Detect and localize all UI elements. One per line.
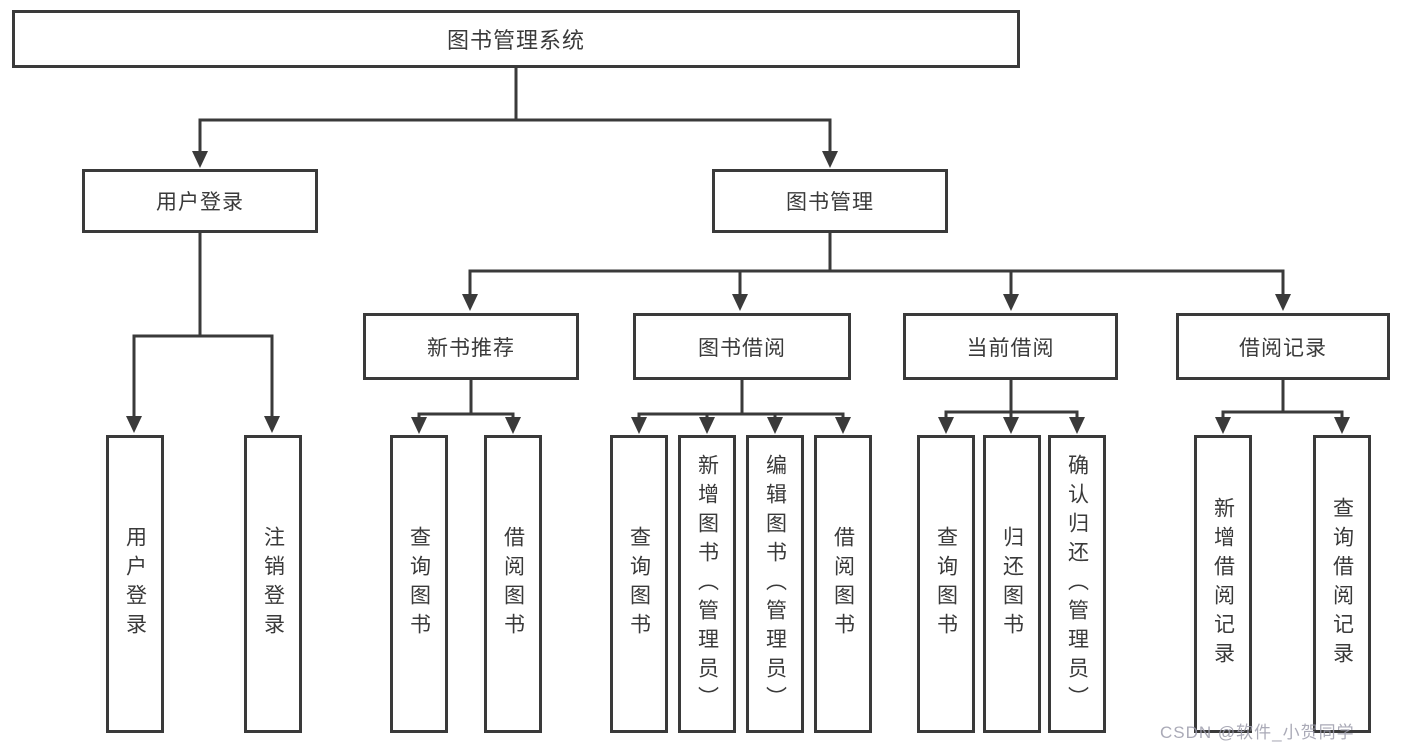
- leaf-borrow-books-recommend-label: 借阅图书: [501, 526, 525, 642]
- leaf-query-borrow-record-label: 查询借阅记录: [1330, 497, 1354, 671]
- node-library-management-system: 图书管理系统: [12, 10, 1020, 68]
- leaf-add-borrow-record: 新增借阅记录: [1194, 435, 1252, 733]
- leaf-user-login-label: 用户登录: [123, 526, 147, 642]
- leaf-return-books-label: 归还图书: [1000, 526, 1024, 642]
- node-borrowing-records: 借阅记录: [1176, 313, 1390, 380]
- leaf-edit-book-admin-label: 编辑图书（管理员）: [763, 453, 787, 715]
- leaf-logout: 注销登录: [244, 435, 302, 733]
- leaf-query-books-recommend-label: 查询图书: [407, 526, 431, 642]
- node-book-borrowing: 图书借阅: [633, 313, 851, 380]
- leaf-add-borrow-record-label: 新增借阅记录: [1211, 497, 1235, 671]
- leaf-edit-book-admin: 编辑图书（管理员）: [746, 435, 804, 733]
- leaf-confirm-return-admin: 确认归还（管理员）: [1048, 435, 1106, 733]
- leaf-confirm-return-admin-label: 确认归还（管理员）: [1065, 453, 1089, 715]
- leaf-logout-label: 注销登录: [261, 526, 285, 642]
- leaf-user-login: 用户登录: [106, 435, 164, 733]
- leaf-query-books-current-label: 查询图书: [934, 526, 958, 642]
- leaf-query-books-recommend: 查询图书: [390, 435, 448, 733]
- leaf-borrow-books-borrowing-label: 借阅图书: [831, 526, 855, 642]
- leaf-add-book-admin-label: 新增图书（管理员）: [695, 453, 719, 715]
- leaf-borrow-books-borrowing: 借阅图书: [814, 435, 872, 733]
- leaf-query-borrow-record: 查询借阅记录: [1313, 435, 1371, 733]
- leaf-borrow-books-recommend: 借阅图书: [484, 435, 542, 733]
- node-user-login: 用户登录: [82, 169, 318, 233]
- leaf-query-books-borrowing: 查询图书: [610, 435, 668, 733]
- node-book-management: 图书管理: [712, 169, 948, 233]
- leaf-query-books-current: 查询图书: [917, 435, 975, 733]
- leaf-add-book-admin: 新增图书（管理员）: [678, 435, 736, 733]
- leaf-return-books: 归还图书: [983, 435, 1041, 733]
- leaf-query-books-borrowing-label: 查询图书: [627, 526, 651, 642]
- csdn-watermark: CSDN @软件_小贺同学: [1160, 723, 1355, 742]
- node-new-book-recommend: 新书推荐: [363, 313, 579, 380]
- node-current-borrowing: 当前借阅: [903, 313, 1118, 380]
